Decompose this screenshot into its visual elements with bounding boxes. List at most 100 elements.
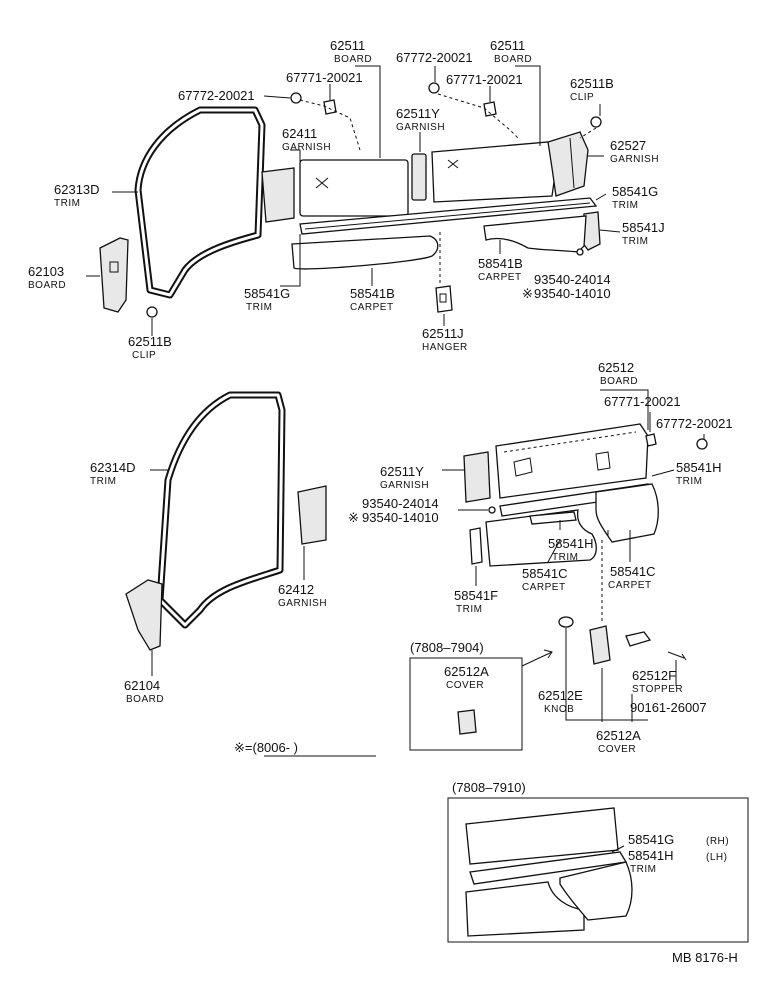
- garnish-62411: [261, 167, 295, 223]
- label-part-number: 58541H: [676, 460, 722, 475]
- label-part-name: TRIM: [630, 864, 656, 875]
- label-part-name: HANGER: [422, 342, 468, 353]
- label-part-name: TRIM: [612, 200, 638, 211]
- clip-67771-right: [483, 101, 497, 117]
- label-part-number: 62104: [124, 678, 160, 693]
- door-weatherstrip-62314d: [156, 391, 286, 629]
- label-part-name: TRIM: [246, 302, 272, 313]
- board-62512: [495, 423, 649, 499]
- label-part-number: 58541G: [612, 184, 658, 199]
- label-part-name: CLIP: [570, 92, 594, 103]
- label-part-name: GARNISH: [396, 122, 445, 133]
- clip-67772-mid: [696, 438, 708, 450]
- label-part-name: TRIM: [552, 552, 578, 563]
- leaders-mid: [150, 389, 705, 722]
- label-part-number: 62411: [282, 126, 317, 141]
- label-part-name: BOARD: [494, 54, 532, 65]
- label-part-name: COVER: [446, 680, 484, 691]
- label-part-number: 62103: [28, 264, 64, 279]
- board-62104: [125, 579, 163, 651]
- catalog-reference: MB 8176-H: [672, 950, 738, 965]
- label-part-number: 93540-14010: [534, 286, 611, 301]
- label-part-name: COVER: [598, 744, 636, 755]
- carpet-58541b-left: [291, 235, 439, 270]
- screw-90161: [667, 651, 687, 661]
- label-part-name: BOARD: [600, 376, 638, 387]
- clip-62511b-left: [146, 306, 158, 318]
- label-part-number: 62512A: [444, 664, 489, 679]
- label-part-number: 67771-20021: [286, 70, 363, 85]
- hanger-62511j: [435, 285, 453, 313]
- board-62103-hole: [109, 261, 119, 273]
- label-part-name: (LH): [706, 852, 727, 863]
- label-part-number: 62511B: [570, 76, 614, 91]
- leaders-top: [86, 65, 621, 336]
- star-symbol: ※: [522, 286, 533, 301]
- board-62512-clip-line: [503, 431, 637, 453]
- label-part-number: 62511Y: [380, 464, 424, 479]
- label-part-name: BOARD: [126, 694, 164, 705]
- label-part-number: 90161-26007: [630, 700, 707, 715]
- label-part-number: 93540-14010: [362, 510, 439, 525]
- label-part-number: 62511B: [128, 334, 172, 349]
- trim-58541g-top-line: [304, 202, 591, 230]
- label-part-number: 62512: [598, 360, 634, 375]
- door-weatherstrip-62313d: [134, 106, 266, 299]
- label-part-number: 62412: [278, 582, 314, 597]
- label-part-name: BOARD: [334, 54, 372, 65]
- clip-67771-mid: [645, 433, 657, 447]
- label-part-number: 58541C: [522, 566, 568, 581]
- board-62103: [99, 237, 129, 313]
- trim-58541f: [469, 527, 483, 565]
- label-part-number: 67771-20021: [446, 72, 523, 87]
- label-part-name: TRIM: [456, 604, 482, 615]
- label-part-number: 67772-20021: [178, 88, 255, 103]
- garnish-62527: [547, 131, 589, 197]
- cover-62512a: [589, 625, 611, 665]
- board-62511-left: [299, 159, 409, 217]
- label-part-number: 62511J: [422, 326, 464, 341]
- screw-93540-top: [576, 248, 584, 256]
- carpet-58541b-right: [483, 215, 587, 253]
- label-part-name: GARNISH: [278, 598, 327, 609]
- clip-67772-left: [290, 92, 302, 104]
- label-part-number: 62512A: [596, 728, 641, 743]
- label-part-number: 62511: [330, 38, 365, 53]
- clip-67772-right: [428, 82, 440, 94]
- label-part-name: TRIM: [54, 198, 80, 209]
- label-part-name: CARPET: [522, 582, 566, 593]
- board-62512-window: [513, 457, 533, 477]
- inset-arrow: [521, 649, 553, 667]
- asterisk-footnote: ※=(8006- ): [234, 740, 298, 755]
- label-part-name: CARPET: [478, 272, 522, 283]
- label-part-number: 58541G: [244, 286, 290, 301]
- label-part-name: GARNISH: [610, 154, 659, 165]
- label-part-name: CARPET: [350, 302, 394, 313]
- label-part-name: GARNISH: [282, 142, 331, 153]
- label-part-name: TRIM: [622, 236, 648, 247]
- label-part-number: 67772-20021: [656, 416, 733, 431]
- board-62511-right-mark: [447, 159, 459, 169]
- label-part-number: 67771-20021: [604, 394, 681, 409]
- label-part-number: 58541F: [454, 588, 498, 603]
- star-symbol: ※: [348, 510, 359, 525]
- label-part-name: STOPPER: [632, 684, 683, 695]
- label-part-number: 58541C: [610, 564, 656, 579]
- label-part-number: 62511: [490, 38, 525, 53]
- label-part-name: (RH): [706, 836, 729, 847]
- carpet-58541c-right: [595, 483, 659, 543]
- label-part-number: 62512E: [538, 688, 583, 703]
- label-part-name: TRIM: [676, 476, 702, 487]
- label-part-name: GARNISH: [380, 480, 429, 491]
- knob-62512e: [558, 616, 574, 628]
- inset-7808-7904: [409, 657, 523, 751]
- board-62511-right: [431, 141, 557, 203]
- label-part-name: CARPET: [608, 580, 652, 591]
- clip-62511b-right: [590, 116, 602, 128]
- carpet-58541c-left: [485, 509, 597, 567]
- inset-leader: [611, 845, 625, 853]
- label-part-number: 58541H: [628, 848, 674, 863]
- trim-58541h-mid: [529, 511, 577, 525]
- label-part-number: 93540-24014: [534, 272, 611, 287]
- garnish-62412: [297, 485, 327, 545]
